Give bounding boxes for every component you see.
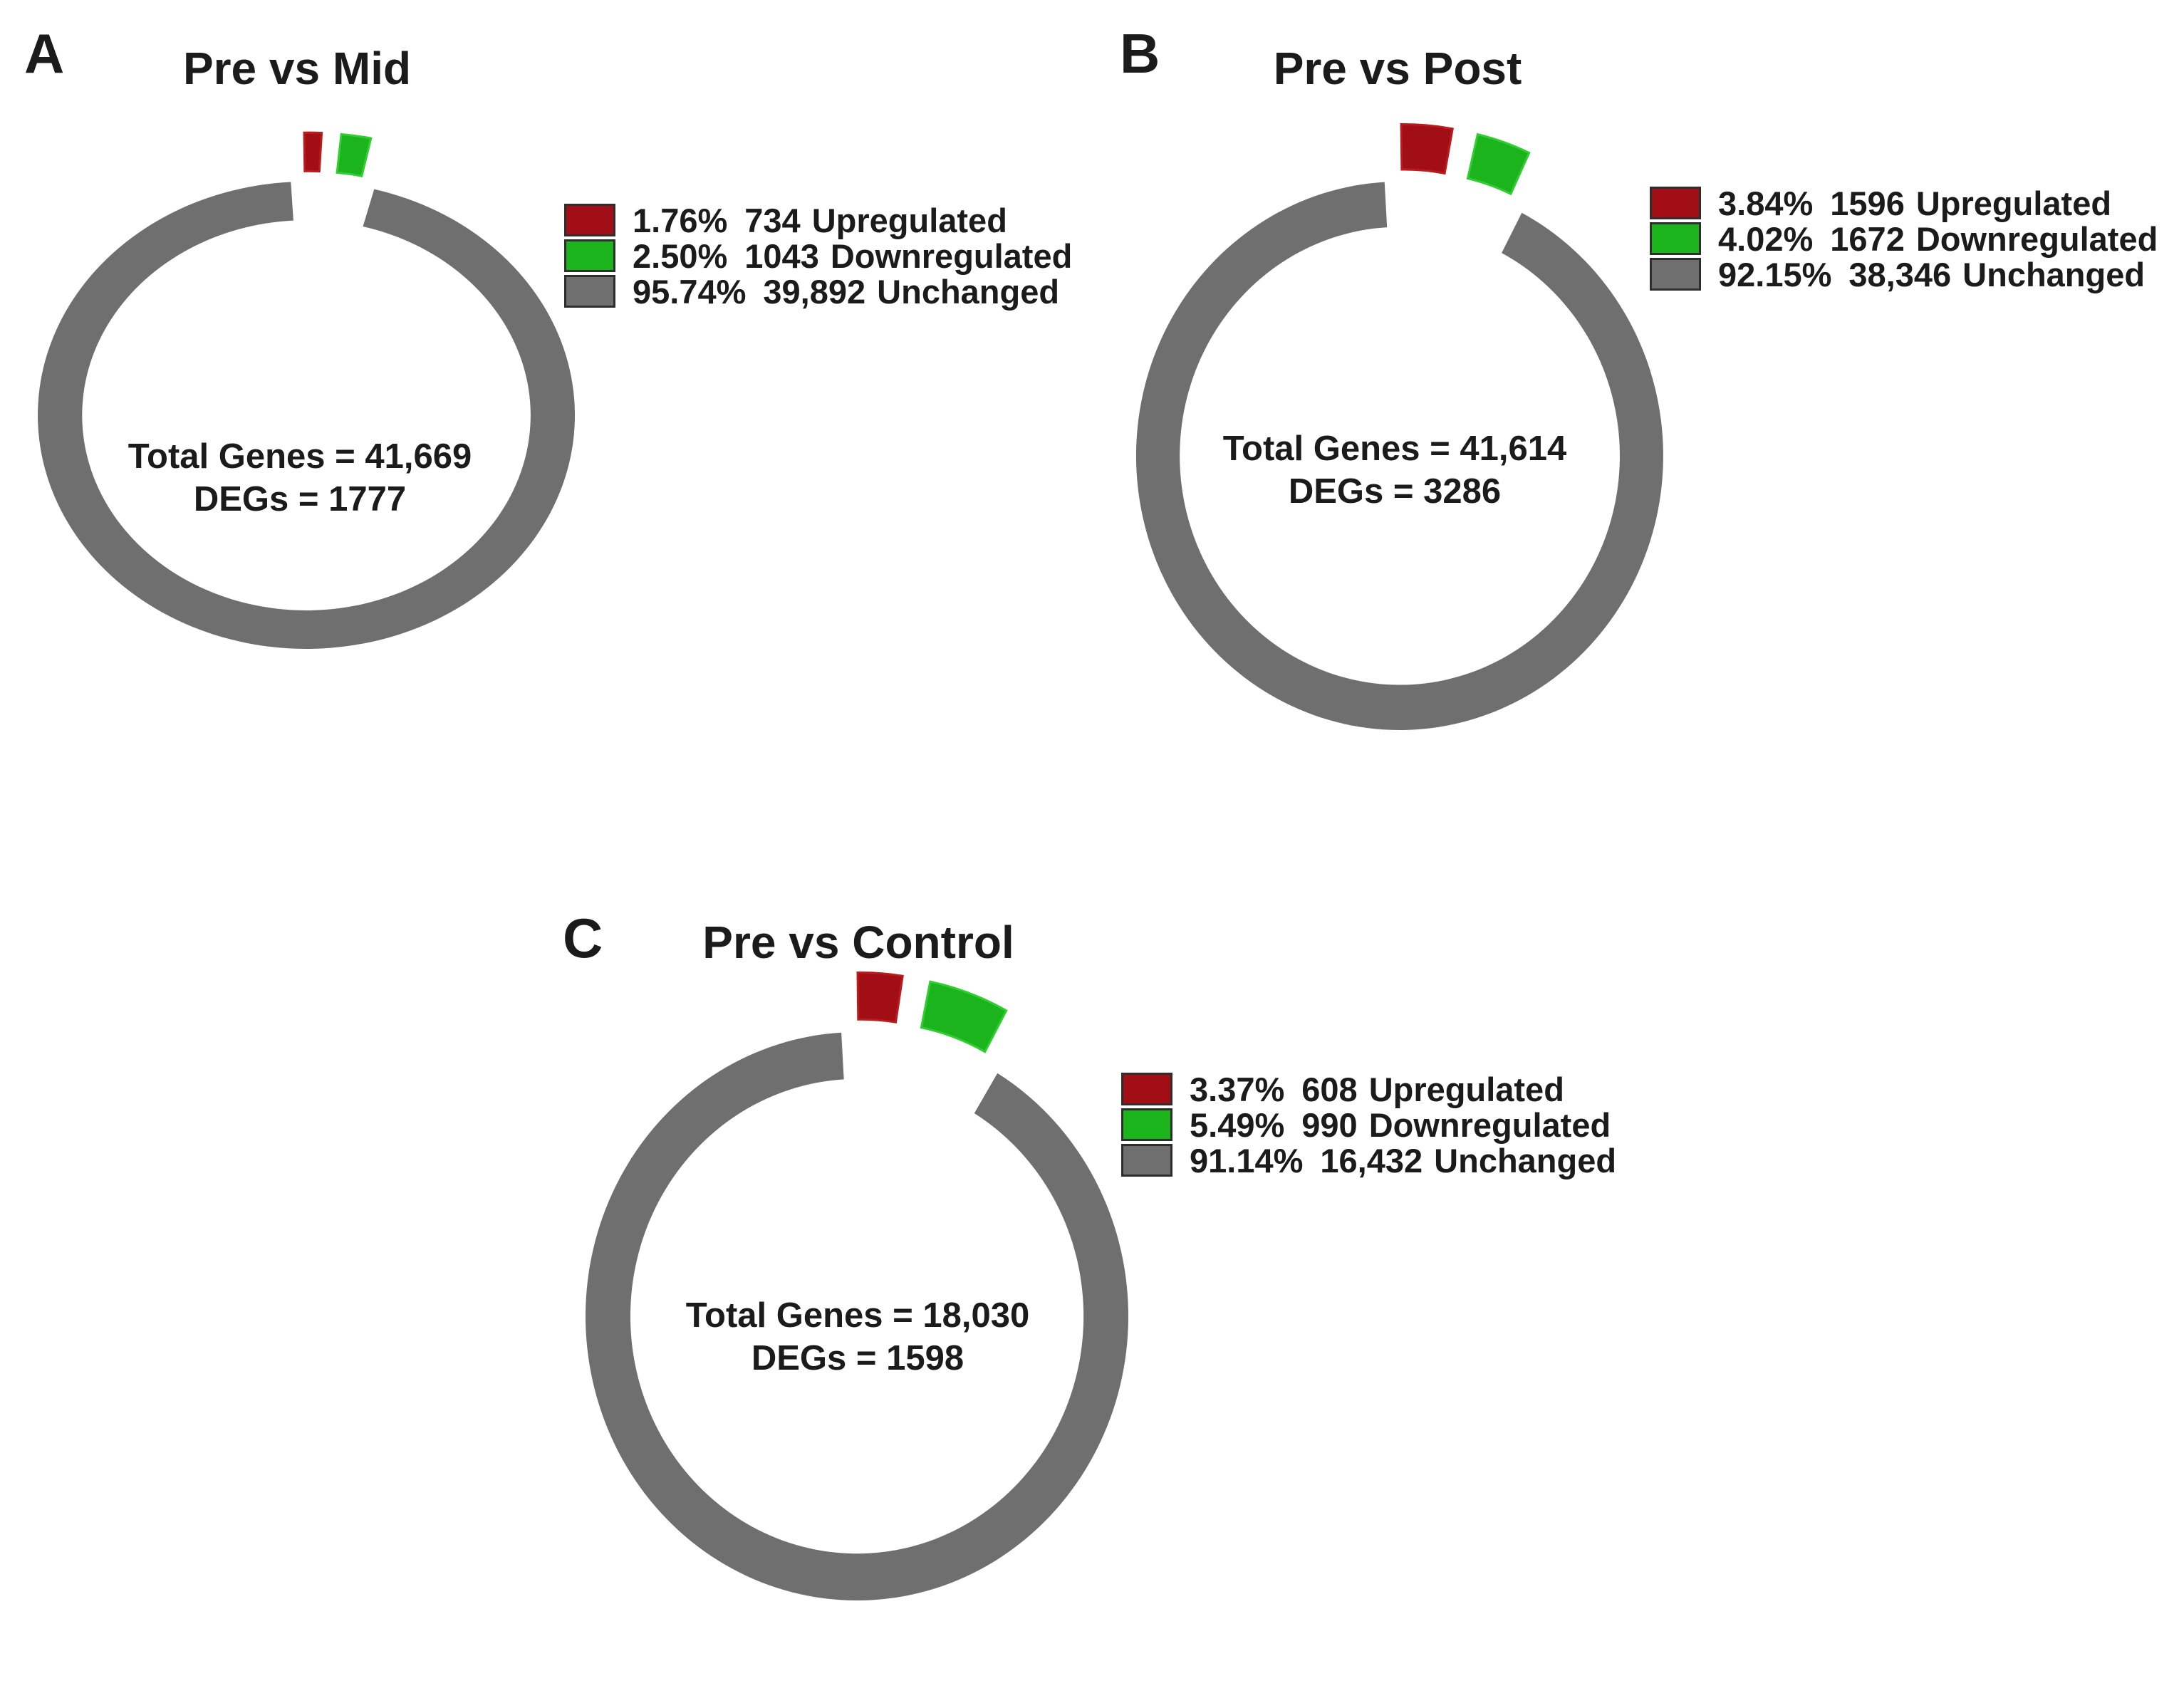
legend-count: 734	[744, 201, 801, 239]
donut-center-text: Total Genes = 41,614 DEGs = 3286	[1223, 428, 1567, 514]
slice-upregulated	[856, 971, 904, 1024]
legend-item-upregulated: 1.76% 734 Upregulated	[564, 201, 1072, 239]
donut-center-text: Total Genes = 18,030 DEGs = 1598	[686, 1295, 1030, 1380]
legend-count: 990	[1301, 1105, 1358, 1144]
legend-item-unchanged: 91.14% 16,432 Unchanged	[1121, 1141, 1617, 1180]
degs-text: DEGs = 1777	[193, 480, 407, 519]
legend-item-downregulated: 4.02% 1672 Downregulated	[1650, 219, 2158, 258]
legend-item-unchanged: 92.15% 38,346 Unchanged	[1650, 255, 2158, 293]
legend-swatch-downregulated	[1121, 1108, 1172, 1141]
panel-label-a: A	[24, 22, 65, 85]
legend-count: 608	[1301, 1070, 1358, 1108]
legend-count: 1043	[744, 236, 819, 275]
legend-label: Upregulated	[1368, 1070, 1564, 1108]
legend-item-downregulated: 2.50% 1043 Downregulated	[564, 236, 1073, 275]
legend-label: Downregulated	[1368, 1105, 1611, 1144]
legend-label: Downregulated	[1915, 219, 2158, 258]
legend-item-upregulated: 3.37% 608 Upregulated	[1121, 1070, 1616, 1108]
legend-label: Downregulated	[830, 236, 1073, 275]
legend-item-downregulated: 5.49% 990 Downregulated	[1121, 1105, 1616, 1144]
legend-percent: 3.84%	[1718, 184, 1814, 222]
legend-swatch-unchanged	[1650, 258, 1701, 291]
legend-count: 1596	[1830, 184, 1905, 222]
chart-title-pre-vs-post: Pre vs Post	[1273, 43, 1522, 94]
legend-count: 39,892	[763, 272, 866, 311]
legend-count: 38,346	[1848, 255, 1952, 293]
donut-chart-pre-vs-mid	[38, 131, 576, 649]
legend-label: Unchanged	[877, 272, 1060, 311]
slice-upregulated	[1400, 123, 1454, 175]
chart-title-pre-vs-control: Pre vs Control	[702, 917, 1014, 968]
legend-label: Unchanged	[1434, 1141, 1617, 1180]
legend-percent: 3.37%	[1190, 1070, 1285, 1108]
legend-label: Upregulated	[1915, 184, 2112, 222]
legend-label: Upregulated	[811, 201, 1007, 239]
legend-count: 16,432	[1320, 1141, 1423, 1180]
legend-swatch-upregulated	[1650, 187, 1701, 219]
legend-percent: 5.49%	[1190, 1105, 1285, 1144]
slice-upregulated	[303, 131, 323, 173]
legend: 1.76% 734 Upregulated 2.50% 1043 Downreg…	[564, 201, 1073, 311]
slice-unchanged	[38, 182, 576, 649]
legend-count: 1672	[1830, 219, 1905, 258]
donut-center-text: Total Genes = 41,669 DEGs = 1777	[128, 436, 472, 521]
slice-downregulated	[336, 132, 373, 177]
legend: 3.37% 608 Upregulated 5.49% 990 Downregu…	[1121, 1070, 1617, 1180]
legend-swatch-downregulated	[1650, 222, 1701, 255]
legend-percent: 2.50%	[633, 236, 728, 275]
total-genes-text: Total Genes = 41,669	[128, 437, 472, 477]
legend-swatch-unchanged	[1121, 1144, 1172, 1177]
legend-item-unchanged: 95.74% 39,892 Unchanged	[564, 272, 1072, 311]
legend-label: Unchanged	[1962, 255, 2146, 293]
legend-percent: 4.02%	[1718, 219, 1814, 258]
legend-percent: 1.76%	[633, 201, 728, 239]
degs-text: DEGs = 1598	[751, 1339, 964, 1378]
legend-swatch-upregulated	[1121, 1073, 1172, 1105]
slice-downregulated	[920, 980, 1008, 1053]
degs-text: DEGs = 3286	[1288, 472, 1502, 511]
legend-percent: 91.14%	[1190, 1141, 1304, 1180]
total-genes-text: Total Genes = 41,614	[1222, 429, 1567, 469]
panel-label-c: C	[563, 907, 603, 969]
panel-label-b: B	[1120, 22, 1160, 85]
legend-item-upregulated: 3.84% 1596 Upregulated	[1650, 184, 2158, 222]
legend: 3.84% 1596 Upregulated 4.02% 1672 Downre…	[1650, 184, 2158, 293]
legend-swatch-upregulated	[564, 204, 615, 236]
legend-percent: 95.74%	[633, 272, 747, 311]
legend-swatch-unchanged	[564, 275, 615, 308]
legend-percent: 92.15%	[1718, 255, 1832, 293]
total-genes-text: Total Genes = 18,030	[685, 1296, 1030, 1335]
slice-downregulated	[1466, 132, 1531, 196]
legend-swatch-downregulated	[564, 239, 615, 272]
chart-title-pre-vs-mid: Pre vs Mid	[182, 43, 412, 94]
